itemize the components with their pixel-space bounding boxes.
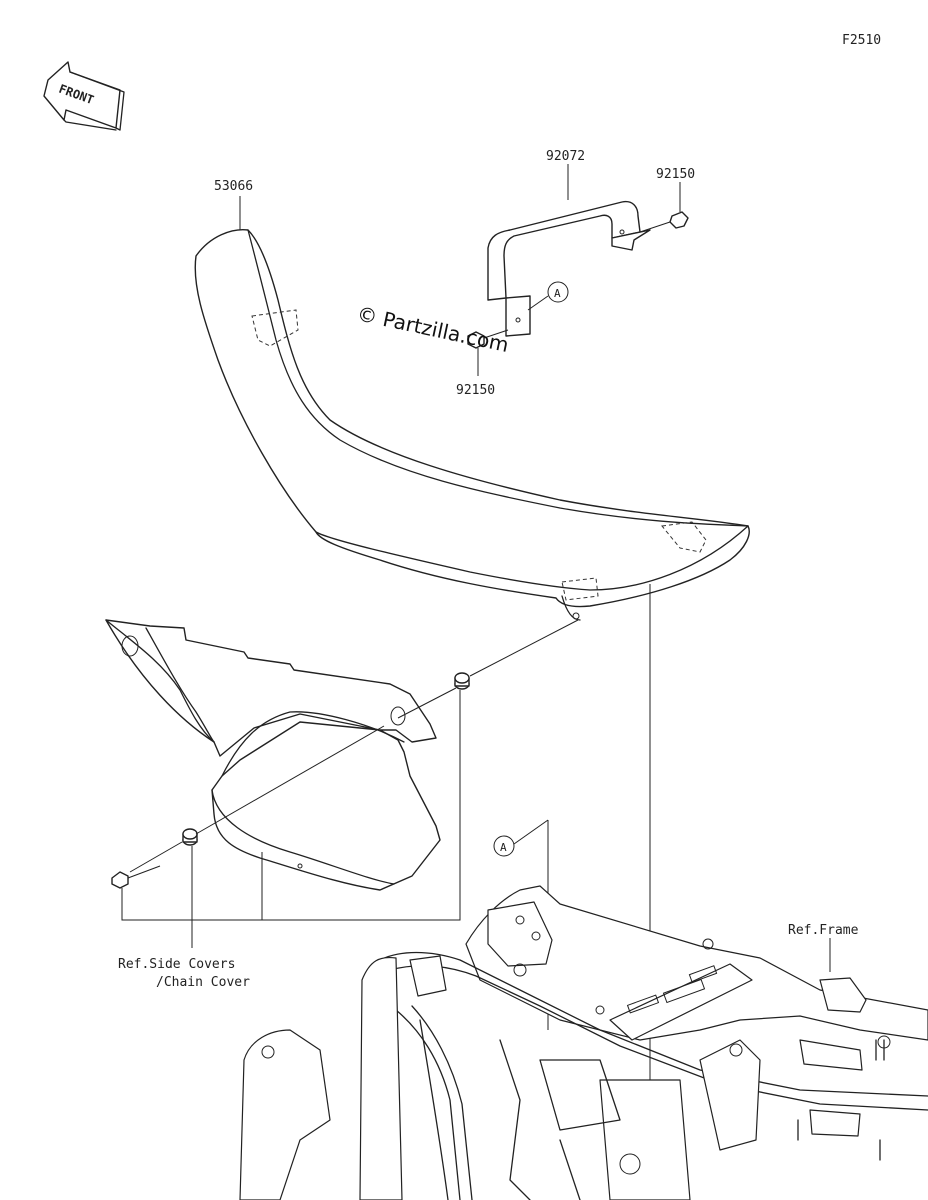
bolt-left-part[interactable] — [467, 329, 509, 349]
grommet-upper-part[interactable] — [454, 672, 470, 690]
strap-part[interactable] — [487, 200, 651, 337]
frame-reference — [239, 885, 928, 1200]
ref-chain-cover-label: /Chain Cover — [156, 975, 250, 990]
callout-strap: 92072 — [546, 149, 585, 164]
callout-bolt-right: 92150 — [656, 167, 695, 182]
ref-side-covers-label: Ref.Side Covers — [118, 957, 235, 972]
ref-a-bottom-label: A — [500, 841, 507, 854]
grommet-lower-part[interactable] — [182, 828, 198, 846]
ref-frame-label: Ref.Frame — [788, 923, 859, 938]
bolt-right-part[interactable] — [639, 211, 689, 233]
ref-a-top-circle — [547, 281, 569, 303]
front-arrow-icon: FRONT — [43, 61, 125, 131]
cover-bolt-part[interactable] — [111, 865, 161, 889]
figure-code: F2510 — [842, 33, 881, 48]
watermark: © Partzilla.com — [355, 301, 511, 357]
callout-bolt-left: 92150 — [456, 383, 495, 398]
seat-part[interactable] — [194, 229, 750, 621]
side-cover-part[interactable] — [105, 619, 441, 891]
ref-a-bottom-circle — [493, 835, 515, 857]
ref-a-top-label: A — [554, 287, 561, 300]
callout-seat: 53066 — [214, 179, 253, 194]
